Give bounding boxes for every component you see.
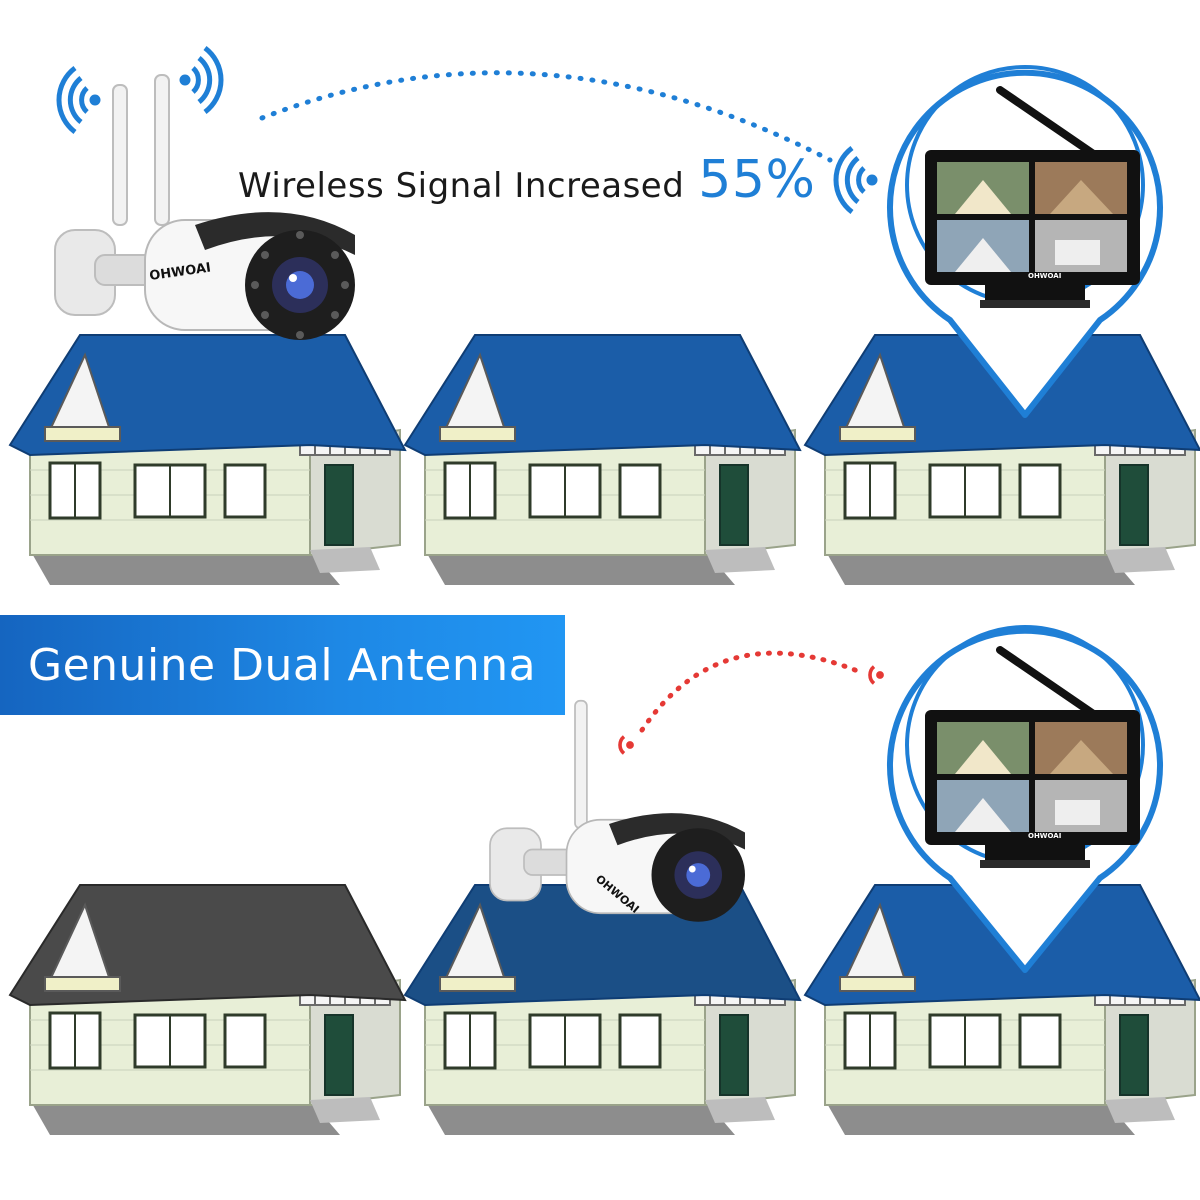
house-icon bbox=[9, 884, 406, 1137]
monitor-brand-label: OHWOAI bbox=[1028, 272, 1061, 280]
feature-banner: Genuine Dual Antenna bbox=[0, 615, 565, 715]
wifi-signal-icon bbox=[59, 68, 100, 132]
headline: Wireless Signal Increased 55% bbox=[238, 150, 815, 230]
house-icon bbox=[404, 334, 801, 587]
headline-text: Wireless Signal Increased bbox=[238, 166, 685, 206]
signal-path-strong bbox=[259, 70, 833, 163]
weak-signal-icon bbox=[618, 735, 634, 755]
feature-banner-text: Genuine Dual Antenna bbox=[28, 639, 537, 691]
house-icon bbox=[404, 884, 801, 1137]
weak-signal-icon bbox=[868, 665, 884, 685]
house-icon bbox=[9, 334, 406, 587]
monitor-brand-label: OHWOAI bbox=[1028, 832, 1061, 840]
wifi-signal-icon bbox=[180, 48, 221, 112]
wifi-signal-icon bbox=[836, 148, 877, 212]
wireless-camera-icon bbox=[489, 699, 745, 922]
headline-percent: 55% bbox=[698, 150, 816, 210]
signal-path-weak bbox=[639, 650, 863, 733]
